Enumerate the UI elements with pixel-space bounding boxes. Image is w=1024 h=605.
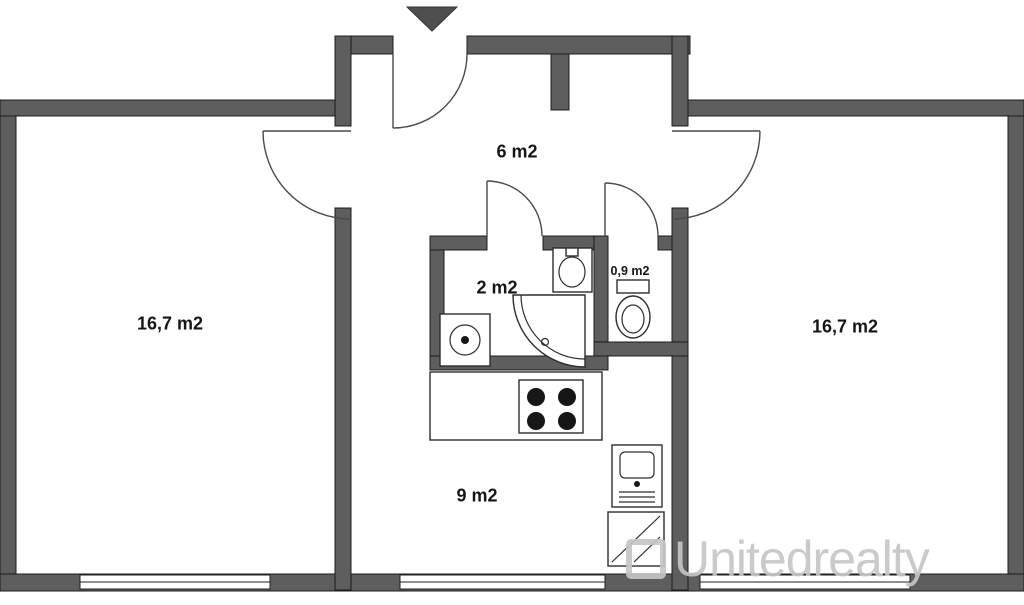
doors [262, 53, 761, 237]
toilet-icon [615, 295, 651, 339]
watermark-logo-icon [626, 539, 666, 579]
room-label-kitchen: 9 m2 [456, 485, 498, 506]
watermark: Unitedrealty [626, 531, 930, 587]
wall-top-left [0, 99, 351, 117]
entrance-arrow-icon [405, 6, 459, 32]
stove-burner-icon [527, 388, 545, 406]
washing-machine-drum-icon [449, 324, 481, 356]
entrance-door-arc [392, 53, 468, 129]
wall-entry-stub [550, 53, 570, 111]
watermark-text: Unitedrealty [674, 531, 930, 587]
bathroom-door-arc [486, 180, 543, 237]
kitchen-fixtures [429, 371, 665, 567]
right-room-door-arc [671, 130, 761, 220]
room-label-bathroom: 2 m2 [476, 277, 518, 298]
shower-icon [512, 294, 586, 368]
kitchen-sink-basin-icon [619, 451, 655, 479]
wall-mid-right-lower [671, 207, 689, 591]
stove-burner-icon [558, 388, 576, 406]
windows [79, 574, 911, 590]
wall-mid-right-upper [671, 35, 689, 127]
wall-mid-left-upper [334, 35, 352, 127]
wall-wc-bottom [593, 341, 689, 357]
wall-bath-top-a [429, 235, 488, 251]
room-label-wc: 0,9 m2 [610, 264, 650, 278]
wc-door-arc [604, 182, 659, 237]
room-label-right: 16,7 m2 [811, 316, 879, 337]
wall-right-outer [1007, 99, 1024, 591]
toilet-tank-icon [616, 279, 650, 294]
room-label-hallway: 6 m2 [496, 141, 538, 162]
wall-bath-wc-divider [593, 235, 609, 357]
washing-machine-center-icon [461, 336, 469, 344]
bathroom-fixtures [439, 247, 651, 368]
wall-top-right [679, 99, 1024, 117]
kitchen-sink-tap-icon [634, 481, 640, 487]
bathroom-sink-basin-icon [558, 256, 586, 288]
bathroom-sink-tap-icon [565, 247, 579, 257]
shower-drain-icon [540, 337, 550, 347]
toilet-bowl-icon [621, 304, 645, 334]
wall-mid-top-b [466, 35, 691, 55]
shower-rim-icon [520, 294, 586, 360]
room-label-left: 16,7 m2 [136, 313, 204, 334]
wall-bath-top-c [657, 235, 673, 251]
kitchen-sink-icon [611, 444, 663, 508]
stove-burner-icon [527, 412, 545, 430]
stove-burner-icon [558, 412, 576, 430]
wall-left-outer [0, 99, 17, 591]
left-room-door-arc [262, 130, 352, 220]
wall-mid-left-lower [334, 207, 352, 591]
